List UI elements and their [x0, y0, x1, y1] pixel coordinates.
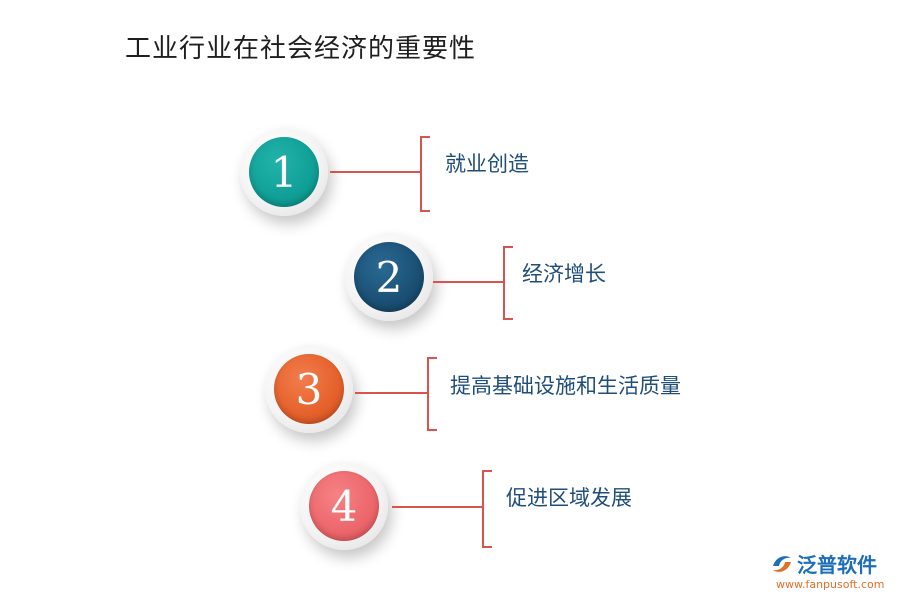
- label-bracket: [427, 357, 437, 431]
- number-badge: 2: [354, 242, 424, 312]
- connector-line: [433, 281, 503, 283]
- label-bracket: [503, 246, 513, 320]
- item-label: 经济增长: [522, 262, 606, 286]
- number-disc: 2: [345, 233, 433, 321]
- number-badge: 4: [309, 471, 379, 541]
- item-label: 就业创造: [445, 152, 529, 176]
- number-disc: 1: [240, 128, 328, 216]
- connector-line: [330, 171, 420, 173]
- number-disc: 3: [265, 345, 353, 433]
- logo-name: 泛普软件: [797, 553, 877, 577]
- number-badge: 1: [249, 137, 319, 207]
- label-bracket: [420, 136, 430, 212]
- connector-line: [355, 392, 427, 394]
- number-disc: 4: [300, 462, 388, 550]
- label-bracket: [482, 470, 492, 548]
- brand-logo: 泛普软件: [770, 552, 877, 576]
- number-badge: 3: [274, 354, 344, 424]
- page-title: 工业行业在社会经济的重要性: [125, 34, 477, 64]
- item-label: 促进区域发展: [506, 486, 632, 510]
- logo-icon: [773, 556, 791, 572]
- logo-url: www.fanpusoft.com: [776, 578, 885, 591]
- item-label: 提高基础设施和生活质量: [450, 374, 681, 398]
- connector-line: [392, 506, 482, 508]
